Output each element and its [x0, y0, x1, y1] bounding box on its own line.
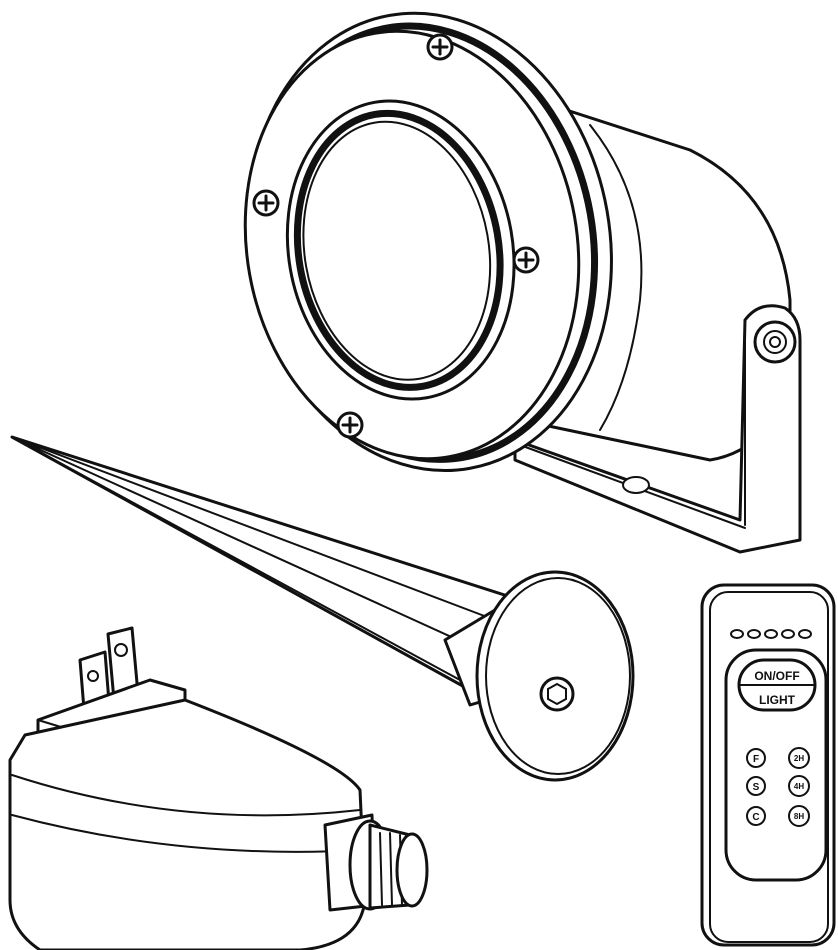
- svg-text:C: C: [752, 812, 759, 823]
- bracket-hole: [622, 476, 650, 494]
- light-button[interactable]: LIGHT: [759, 693, 796, 707]
- screw-icon: [336, 411, 364, 439]
- projector-body-shade: [589, 124, 643, 431]
- svg-text:8H: 8H: [794, 812, 804, 821]
- adapter-housing: [8, 698, 367, 950]
- remote-front-edge: [709, 591, 829, 943]
- stake-disc-face: [485, 577, 631, 775]
- svg-text:4H: 4H: [794, 782, 804, 791]
- stake-ribs: [11, 436, 496, 681]
- svg-text:S: S: [753, 782, 760, 793]
- lens-window: [302, 120, 492, 381]
- laser-projector: [243, 11, 802, 554]
- mode-button-s[interactable]: S: [746, 776, 766, 796]
- lens-bezel-inner: [293, 109, 504, 391]
- adapter-top-edge: [11, 774, 361, 817]
- hex-bolt-head: [547, 682, 567, 706]
- indicator-lights: [730, 629, 812, 639]
- screw-icon: [426, 33, 454, 61]
- connector-end: [395, 832, 429, 908]
- stake-spike: [10, 435, 522, 692]
- on-off-button[interactable]: ON/OFF: [754, 669, 799, 683]
- timer-button-8h[interactable]: 8H: [788, 805, 810, 827]
- ground-stake: [10, 435, 635, 782]
- prong-hole: [114, 643, 128, 657]
- remote-control: ON/OFF LIGHT F S C 2H 4H 8H: [700, 583, 836, 947]
- adapter-seam: [11, 814, 363, 853]
- svg-text:F: F: [753, 754, 759, 765]
- timer-button-2h[interactable]: 2H: [788, 747, 810, 769]
- svg-text:2H: 2H: [794, 754, 804, 763]
- power-light-button-group: [737, 658, 817, 712]
- bracket-knob-core: [769, 336, 781, 348]
- prong-hole: [87, 670, 99, 682]
- screw-icon: [252, 189, 280, 217]
- mode-button-c[interactable]: C: [746, 806, 766, 826]
- mode-button-f[interactable]: F: [746, 748, 766, 768]
- power-adapter: [8, 626, 429, 950]
- screw-icon: [512, 246, 540, 274]
- timer-button-4h[interactable]: 4H: [788, 775, 810, 797]
